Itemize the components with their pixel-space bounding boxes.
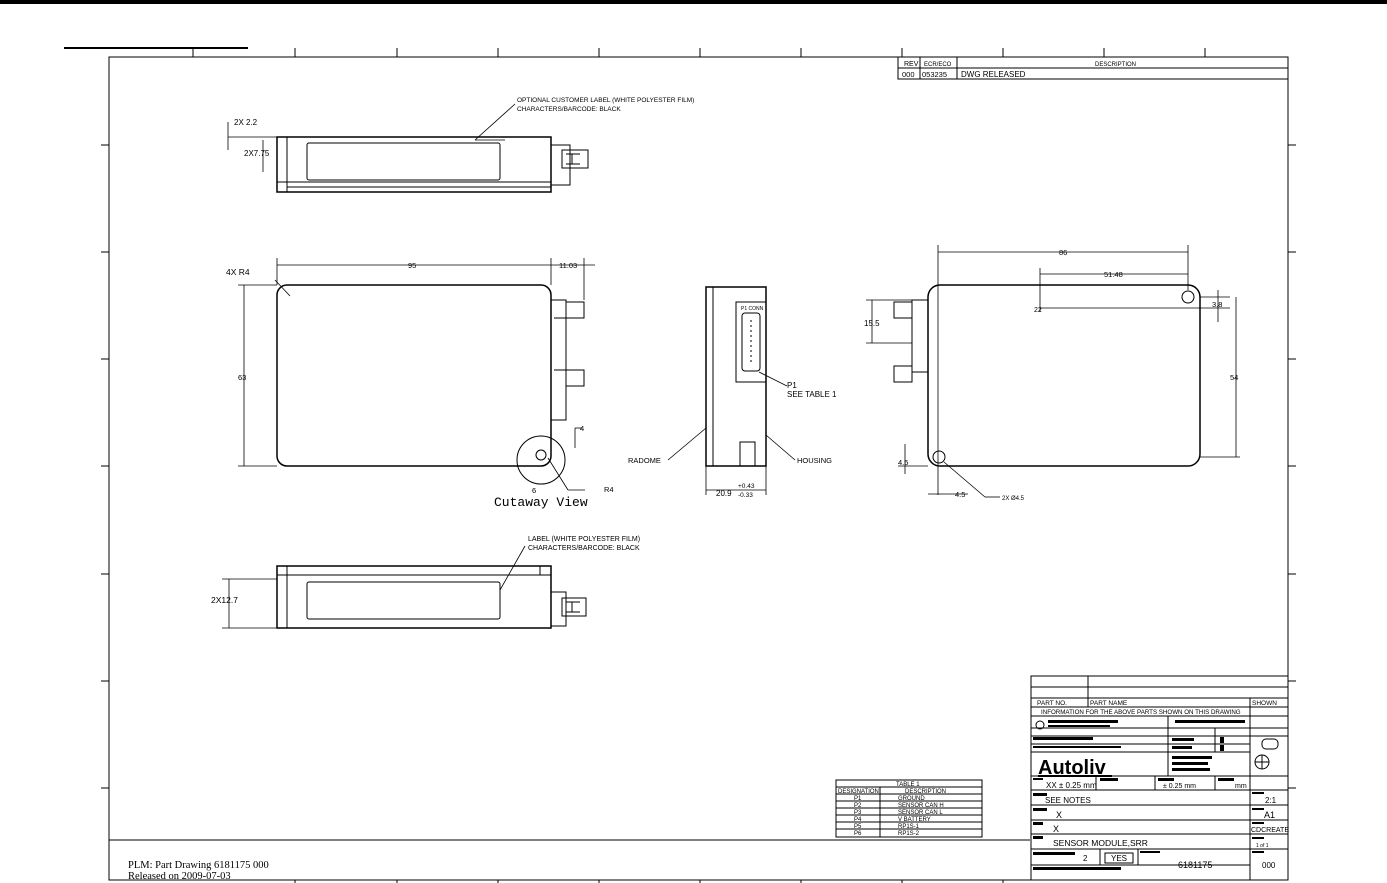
table-row: P4 V BATTERY	[854, 817, 931, 823]
table-1-designation: P6	[854, 831, 862, 837]
eco-header: ECR/ECO	[924, 62, 952, 68]
units: mm	[1235, 783, 1247, 790]
side-connector-label: P1 CONN	[741, 306, 764, 312]
rear-54: 54	[1230, 373, 1238, 382]
bottom-dim: 2X12.7	[211, 595, 238, 605]
top-dim-b: 2X7.75	[244, 149, 270, 158]
company-logo: Autoliv	[1038, 757, 1107, 779]
bottom-label-note-1: LABEL (WHITE POLYESTER FILM)	[528, 536, 640, 543]
table-1-description: SENSOR CAN L	[898, 810, 943, 816]
rear-155: 15.5	[864, 319, 880, 328]
rev-header: REV	[904, 61, 919, 68]
surface-value: X	[1056, 810, 1062, 820]
mass-value: X	[1053, 824, 1059, 834]
table-row: P3 SENSOR CAN L	[854, 810, 943, 816]
top-dim-a: 2X 2.2	[234, 118, 258, 127]
front-radius: 4X R4	[226, 267, 250, 277]
size-value: A1	[1264, 810, 1275, 820]
table-1-designation: P1	[854, 796, 862, 802]
front-view: 4X R4 95 11.03 63 4 6 R4 Cutaway View	[226, 258, 614, 510]
desc-value: DWG RELEASED	[961, 70, 1026, 79]
drawing-rev: 000	[1262, 861, 1276, 870]
tolerance-xx: XX ± 0.25 mm	[1046, 781, 1097, 790]
yes-value: YES	[1111, 854, 1127, 863]
table-row: P5 RP1S-1	[854, 824, 920, 830]
drawing-number: 6181175	[1178, 860, 1212, 870]
rear-view: 86 51.48 3.8 22 15.5 54 4.5 4.5 2X Ø4.5	[864, 245, 1240, 502]
bottom-view: 2X12.7 LABEL (WHITE POLYESTER FILM) CHAR…	[211, 536, 640, 629]
rear-86: 86	[1059, 248, 1067, 257]
plm-line-1: PLM: Part Drawing 6181175 000	[128, 860, 269, 871]
table-1-designation: P2	[854, 803, 862, 809]
table-1-description: SENSOR CAN H	[898, 803, 944, 809]
rear-45b: 4.5	[955, 490, 965, 499]
title-block: PART NO. PART NAME SHOWN INFORMATION FOR…	[1030, 675, 1289, 881]
part-no-label: PART NO.	[1037, 700, 1067, 707]
side-view: P1 CONN P1 SEE TABLE 1 RADOME HOUSING 20…	[628, 286, 837, 499]
desc-header: DESCRIPTION	[1095, 62, 1136, 68]
top-label-note-1: OPTIONAL CUSTOMER LABEL (WHITE POLYESTER…	[517, 97, 694, 104]
side-thickness: 20.9	[716, 489, 732, 498]
table-1-designation: P4	[854, 817, 862, 823]
info-line: INFORMATION FOR THE ABOVE PARTS SHOWN ON…	[1041, 709, 1241, 716]
table-1-title: TABLE 1	[896, 782, 920, 788]
front-height: 63	[238, 373, 246, 382]
table-row: P6 RP1S-2	[854, 831, 920, 837]
tolerance-angle: ± 0.25 mm	[1163, 783, 1196, 790]
scale-value: 2:1	[1265, 796, 1277, 805]
side-tol-plus: +0.43	[738, 483, 755, 490]
rear-hole: 2X Ø4.5	[1002, 496, 1025, 502]
top-border-bar	[0, 0, 1387, 4]
rear-5148: 51.48	[1104, 270, 1123, 279]
plm-line-2: Released on 2009-07-03	[128, 871, 231, 882]
catia-value: CDCREATE	[1251, 827, 1289, 834]
table-1: TABLE 1 DESIGNATION DESCRIPTION P1 GROUN…	[835, 779, 983, 838]
drawing-title: SENSOR MODULE,SRR	[1053, 838, 1148, 848]
front-r4: R4	[604, 485, 614, 494]
rear-datum: 22	[1034, 307, 1042, 314]
table-1-designation: P5	[854, 824, 862, 830]
side-p1: P1	[787, 381, 797, 390]
rear-38: 3.8	[1212, 300, 1222, 309]
cutaway-label: Cutaway View	[494, 495, 588, 510]
table-1-header-description: DESCRIPTION	[905, 789, 946, 795]
top-label-note-2: CHARACTERS/BARCODE: BLACK	[517, 106, 621, 113]
shown-label: SHOWN	[1252, 700, 1277, 707]
side-see-table: SEE TABLE 1	[787, 390, 837, 399]
table-row: P2 SENSOR CAN H	[854, 803, 944, 809]
material-value: SEE NOTES	[1045, 796, 1091, 805]
rear-45a: 4.5	[898, 458, 908, 467]
rev-value: 000	[902, 70, 915, 79]
front-dim-6: 6	[532, 486, 536, 495]
table-1-header-designation: DESIGNATION	[838, 789, 879, 795]
table-1-description: GROUND	[898, 796, 925, 802]
revision-block: REV ECR/ECO DESCRIPTION 000 053235 DWG R…	[897, 56, 1289, 80]
front-conn: 11.03	[559, 261, 577, 270]
front-dim-4: 4	[580, 424, 584, 433]
eco-value: 053235	[922, 70, 947, 79]
side-tol-minus: -0.33	[738, 492, 753, 499]
side-housing: HOUSING	[797, 456, 832, 465]
table-1-designation: P3	[854, 810, 862, 816]
top-view: 2X 2.2 2X7.75 OPTIONAL CUSTOMER LABEL (W…	[227, 97, 694, 193]
front-width: 95	[408, 261, 416, 270]
table-1-description: V BATTERY	[898, 817, 931, 823]
part-name-label: PART NAME	[1090, 700, 1128, 707]
plm-stamp: PLM: Part Drawing 6181175 000 Released o…	[128, 860, 269, 882]
table-row: P1 GROUND	[854, 796, 925, 802]
table-1-description: RP1S-1	[898, 824, 920, 830]
bottom-label-note-2: CHARACTERS/BARCODE: BLACK	[528, 545, 640, 552]
sheet-frame	[64, 47, 1296, 883]
sheet-count: 2	[1083, 854, 1088, 863]
table-1-description: RP1S-2	[898, 831, 920, 837]
sheet-value: 1 of 1	[1256, 843, 1269, 849]
side-radome: RADOME	[628, 456, 661, 465]
